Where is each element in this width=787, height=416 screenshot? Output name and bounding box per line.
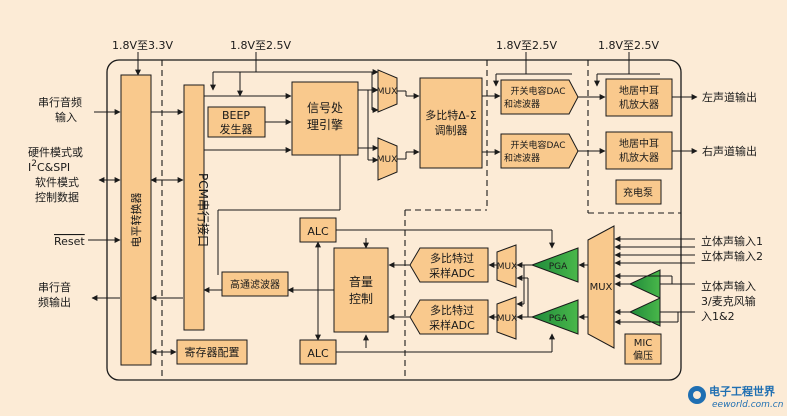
register-config-block (176, 339, 248, 365)
volume-label-2: 控制 (349, 292, 373, 306)
stereo-input-3-label-3: 入1&2 (701, 310, 735, 323)
hw-mode-label: 硬件模式或 (28, 146, 83, 159)
hp-amp-top-label-2: 机放大器 (619, 98, 659, 111)
level-shifter-label: 电平转换器 (129, 193, 143, 248)
charge-pump-block (615, 179, 662, 205)
adc-bottom-label-2: 采样ADC (429, 318, 475, 332)
pga-top (530, 247, 579, 283)
reset-label: Reset (54, 235, 85, 248)
supply-label-2: 1.8V至2.5V (230, 39, 292, 52)
left-channel-output-label: 左声道输出 (702, 90, 757, 104)
stereo-input-1-label: 立体声输入1 (701, 234, 763, 248)
dac-mux-top (377, 69, 398, 113)
hp-amp-top-label-1: 地居中耳 (619, 84, 659, 97)
mic-bias-block (624, 333, 662, 365)
headphone-amp-top-block (605, 78, 673, 117)
volume-label-1: 音量 (349, 274, 373, 289)
adc-mux-top-label: MUX (497, 262, 518, 272)
control-data-label: 控制数据 (35, 190, 79, 204)
chip-outline (106, 59, 682, 381)
sigma-delta-label-2: 调制器 (435, 124, 468, 137)
dac-mux-top-label: MUX (377, 87, 398, 97)
adc-mux-bottom (496, 296, 517, 340)
dac-top-label-1: 开关电容DAC (510, 85, 565, 97)
adc-top-label-2: 采样ADC (429, 266, 475, 280)
adc-bottom-label-1: 多比特过 (430, 303, 474, 317)
dac-filter-bottom-block (500, 133, 579, 169)
right-channel-output-label: 右声道输出 (702, 144, 757, 158)
dac-bottom-label-1: 开关电容DAC (510, 139, 565, 151)
serial-audio-in-label: 串行音频 (38, 95, 82, 109)
mic-bias-label-1: MIC (634, 338, 653, 349)
adc-mux-bottom-label: MUX (497, 314, 518, 324)
eeworld-logo: 电子工程世界 eeworld.com.cn (688, 384, 784, 410)
supply-label-3: 1.8V至2.5V (496, 39, 558, 52)
sw-mode-label: 软件模式 (35, 175, 79, 189)
alc-bottom-label: ALC (307, 347, 329, 360)
stereo-input-2-label: 立体声输入2 (701, 249, 763, 263)
sigma-delta-modulator-block (419, 77, 483, 169)
alc-top-block (299, 217, 337, 243)
serial-audio-out-label: 串行音 (38, 280, 71, 294)
headphone-amp-bottom-block (605, 131, 673, 170)
alc-bottom-block (299, 339, 337, 365)
supply-label-4: 1.8V至2.5V (598, 39, 660, 52)
stereo-input-3-label-1: 立体声输入 (701, 279, 756, 293)
dac-top-label-2: 和滤波器 (504, 98, 540, 110)
hp-amp-bottom-label-2: 机放大器 (619, 151, 659, 164)
serial-audio-in-label-2: 输入 (55, 110, 77, 124)
watermark-url: eeworld.com.cn (712, 400, 784, 410)
pga-top-label: PGA (549, 262, 568, 272)
level-shifter-block (120, 74, 152, 366)
dsp-label-2: 理引擎 (307, 117, 343, 132)
high-pass-filter-label: 高通滤波器 (230, 278, 280, 291)
input-mux-label: MUX (590, 282, 613, 293)
high-pass-filter-block (221, 271, 289, 297)
adc-mux-top (496, 244, 517, 288)
dac-mux-bottom-label: MUX (377, 155, 398, 165)
stereo-input-3-label-2: 3/麦克风输 (701, 294, 756, 308)
adc-top-block (409, 247, 489, 283)
mic-preamp-top (628, 269, 661, 299)
watermark-brand: 电子工程世界 (709, 384, 775, 398)
alc-top-label: ALC (307, 225, 329, 238)
dac-filter-top-block (500, 79, 579, 115)
pcm-serial-interface-label: PCM串行接口 (196, 173, 211, 247)
sigma-delta-label-1: 多比特Δ-Σ (425, 108, 476, 122)
i2c-spi-label: I2C&SPI (28, 159, 70, 174)
pga-bottom (530, 299, 579, 335)
beep-generator-block (207, 106, 266, 138)
supply-label-1: 1.8V至3.3V (112, 39, 174, 52)
adc-top-label-1: 多比特过 (430, 251, 474, 265)
input-mux (587, 225, 615, 349)
mic-bias-label-2: 偏压 (633, 349, 653, 362)
beep-generator-label: 发生器 (220, 122, 253, 136)
hp-amp-bottom-label-1: 地居中耳 (619, 137, 659, 150)
adc-bottom-block (409, 299, 489, 335)
register-config-label: 寄存器配置 (185, 345, 240, 359)
serial-audio-out-label-2: 频输出 (38, 295, 71, 309)
pcm-serial-interface-block (183, 84, 205, 331)
dac-mux-bottom (377, 137, 398, 181)
charge-pump-label: 充电泵 (623, 186, 653, 199)
beep-label: BEEP (222, 109, 250, 122)
dsp-label-1: 信号处 (307, 101, 343, 115)
volume-control-block (333, 247, 389, 333)
dac-bottom-label-2: 和滤波器 (504, 152, 540, 164)
pga-bottom-label: PGA (549, 314, 568, 324)
signal-processing-engine-block (291, 81, 359, 156)
